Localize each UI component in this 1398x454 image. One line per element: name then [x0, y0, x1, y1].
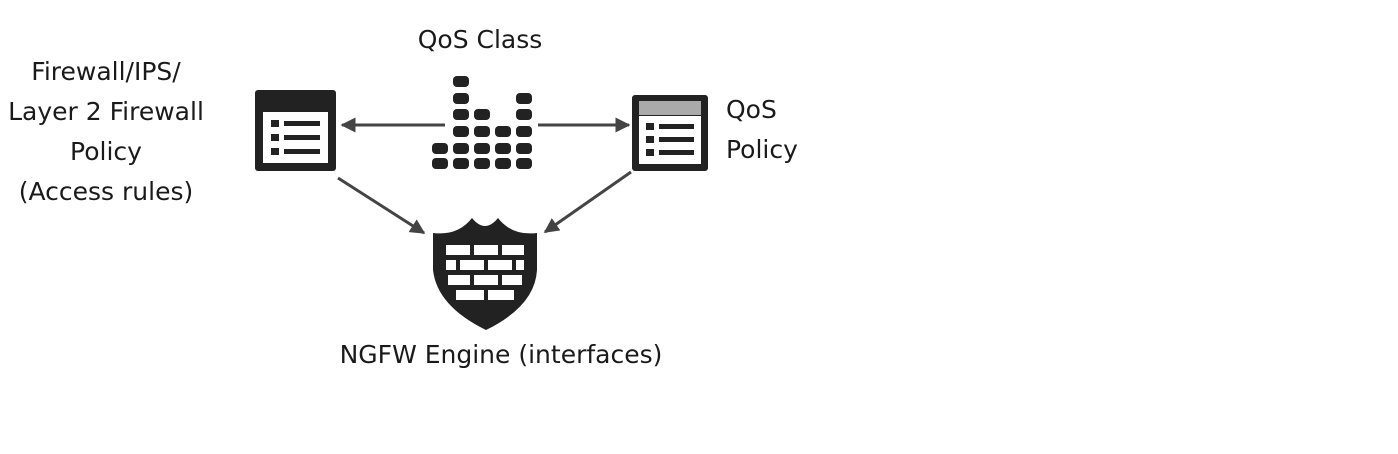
engine-label-text: NGFW Engine (interfaces) [339, 340, 663, 369]
firewall-policy-label-line: Policy [70, 137, 142, 166]
firewall-policy-label-line: Firewall/IPS/ [31, 57, 181, 86]
arrow-qos-policy-to-engine [543, 170, 632, 234]
qos-policy-label: QoS Policy [726, 90, 798, 170]
arrow-firewall-policy-to-engine [337, 176, 426, 235]
qos-class-label: QoS Class [410, 20, 550, 60]
qos-policy-document-icon [632, 95, 708, 171]
firewall-policy-document-icon [255, 90, 336, 171]
firewall-policy-label-line: (Access rules) [18, 177, 194, 206]
qos-class-label-text: QoS Class [417, 25, 543, 54]
engine-label: NGFW Engine (interfaces) [300, 335, 702, 375]
qos-policy-label-line: QoS [726, 95, 777, 124]
firewall-policy-label: Firewall/IPS/ Layer 2 Firewall Policy (A… [0, 52, 212, 212]
qos-policy-label-line: Policy [726, 135, 798, 164]
firewall-shield-icon [433, 218, 537, 330]
firewall-policy-label-line: Layer 2 Firewall [8, 97, 204, 126]
qos-class-bars-icon [432, 76, 532, 169]
